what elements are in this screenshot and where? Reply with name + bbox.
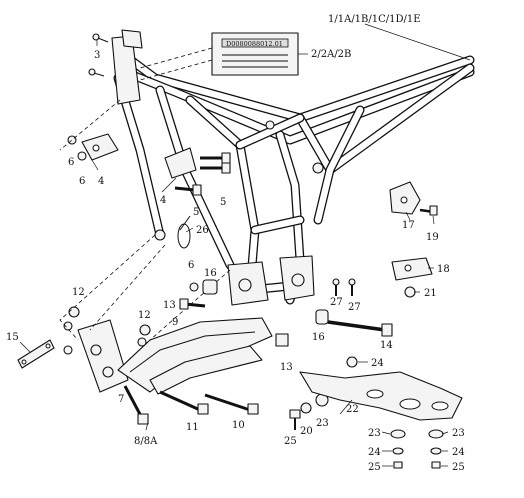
pivot-bolt-14 — [327, 320, 393, 337]
callout-27b: 27 — [348, 302, 361, 313]
nut-12b — [139, 324, 151, 336]
callout-3: 3 — [94, 50, 100, 61]
callout-19: 19 — [426, 232, 439, 243]
decal-text: D0080088012.01 — [226, 40, 283, 48]
callout-13a: 13 — [163, 300, 176, 311]
nut-12a — [68, 306, 80, 318]
callout-9: 9 — [172, 317, 178, 328]
callout-frame: 1/1A/1B/1C/1D/1E — [328, 14, 421, 25]
bolt-11 — [159, 390, 209, 415]
callout-5b: 5 — [220, 197, 226, 208]
callout-8: 8/8A — [134, 436, 158, 447]
bracket-4 — [164, 147, 197, 179]
callout-15: 15 — [6, 332, 19, 343]
callout-5a: 5 — [193, 207, 199, 218]
callout-17: 17 — [402, 220, 415, 231]
callout-10: 10 — [232, 420, 245, 431]
callout-13b: 13 — [280, 362, 293, 373]
leader-lines — [19, 23, 471, 467]
rubber-block-18 — [391, 257, 433, 281]
nut-21 — [404, 286, 416, 298]
callout-18: 18 — [437, 264, 450, 275]
callout-6a: 6 — [68, 157, 74, 168]
callout-26: 26 — [196, 225, 209, 236]
callout-12a: 12 — [72, 287, 85, 298]
callout-4b: 4 — [160, 195, 166, 206]
hardware-group-right — [428, 429, 444, 469]
callout-24c: 24 — [452, 447, 465, 458]
callout-23c: 23 — [452, 428, 465, 439]
callout-14: 14 — [380, 340, 393, 351]
callout-22: 22 — [346, 404, 359, 415]
callout-12b: 12 — [138, 310, 151, 321]
chain-guide-15 — [17, 339, 55, 369]
bushing-16b — [315, 309, 329, 325]
callout-24a: 24 — [371, 358, 384, 369]
screw-3 — [88, 33, 109, 77]
bolt-10 — [204, 393, 259, 415]
hardware-group-left — [390, 429, 406, 469]
callout-24b: 24 — [368, 447, 381, 458]
callout-11: 11 — [186, 422, 199, 433]
skid-plate-9 — [117, 317, 273, 395]
clip-26 — [177, 215, 191, 249]
bolt-13 — [179, 298, 289, 347]
lower-bracket-7 — [77, 319, 129, 393]
washer-20 — [300, 402, 312, 414]
frame-decal: D0080088012.01 — [139, 32, 299, 81]
bushing-16a — [202, 279, 218, 295]
callout-27a: 27 — [330, 297, 343, 308]
callout-23a: 23 — [316, 418, 329, 429]
bolts-5 — [174, 152, 231, 196]
nut-24a — [346, 356, 358, 368]
callout-decal: 2/2A/2B — [311, 49, 351, 60]
callout-16a: 16 — [204, 268, 217, 279]
bolt-25a — [289, 409, 301, 430]
engine-guard-22 — [299, 371, 463, 421]
callout-25a: 25 — [284, 436, 297, 447]
callout-labels: 1/1A/1B/1C/1D/1E 2/2A/2B 3 6 6 4 4 5 5 2… — [6, 14, 465, 473]
bolts-27 — [332, 278, 356, 296]
callout-7: 7 — [118, 394, 124, 405]
callout-23b: 23 — [368, 428, 381, 439]
callout-20: 20 — [300, 426, 313, 437]
callout-25c: 25 — [452, 462, 465, 473]
callout-4a: 4 — [98, 176, 104, 187]
callout-16b: 16 — [312, 332, 325, 343]
callout-21: 21 — [424, 288, 437, 299]
callout-6b: 6 — [79, 176, 85, 187]
mount-plate-4 — [81, 133, 119, 161]
nut-6b — [77, 151, 87, 161]
nut-6c — [63, 321, 73, 331]
bolt-19 — [419, 205, 438, 216]
callout-25b: 25 — [368, 462, 381, 473]
main-frame — [111, 29, 475, 306]
bolt-8 — [123, 385, 149, 425]
callout-6c: 6 — [188, 260, 194, 271]
